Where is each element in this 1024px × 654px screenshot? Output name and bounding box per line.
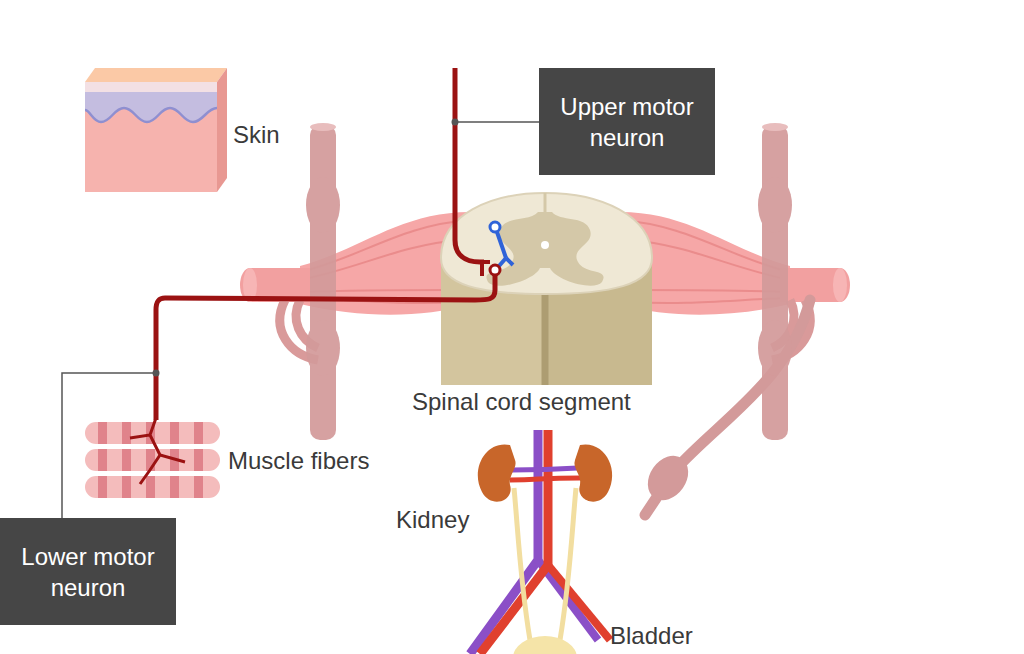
callout-box: Upper motor neuron [539, 68, 715, 175]
striation [98, 422, 107, 444]
interneuron-body [490, 222, 500, 232]
leader-line [62, 373, 156, 518]
chain-ganglion [758, 320, 792, 376]
chain-ganglion [306, 177, 340, 233]
striation [98, 476, 107, 498]
chain-end [310, 123, 336, 131]
dermis-border [85, 108, 217, 122]
central-canal [541, 241, 549, 249]
ureter [560, 488, 576, 640]
striation [170, 422, 179, 444]
posterior-sulcus [544, 193, 547, 212]
striation [194, 449, 203, 471]
striation [98, 449, 107, 471]
leader-lines [62, 119, 539, 519]
interneuron-terminal [499, 258, 513, 266]
median-fissure [542, 285, 549, 385]
ureter [514, 488, 530, 640]
striation [146, 476, 155, 498]
skin-top [85, 68, 227, 82]
renal-artery [510, 478, 580, 480]
lower-motor-body [490, 265, 500, 275]
striation [194, 476, 203, 498]
upper-motor-terminal [480, 262, 490, 276]
gray-matter [486, 212, 603, 286]
interneuron-axon [497, 232, 506, 258]
striation [194, 422, 203, 444]
upper-motor-axon [455, 68, 484, 262]
sympathetic-chain-right [758, 123, 792, 440]
cord-section [441, 193, 652, 294]
skin-block [85, 68, 227, 192]
ganglion [639, 448, 696, 508]
sympathetic-chain-left [306, 123, 340, 440]
part-label: Skin [233, 121, 280, 149]
callout-box: Lower motor neuron [0, 518, 176, 625]
leader-dot [452, 119, 459, 126]
skin-side [217, 68, 227, 192]
epidermis [85, 92, 217, 122]
iliac-artery [548, 565, 610, 640]
striation [122, 476, 131, 498]
bladder [513, 636, 577, 654]
striation [170, 476, 179, 498]
striation [122, 449, 131, 471]
leader-dot [153, 370, 160, 377]
chain-trunk [762, 125, 788, 440]
part-label: Bladder [610, 622, 693, 650]
callout-text: Lower motor neuron [10, 541, 166, 603]
spinal-nerve [780, 268, 850, 302]
interneuron [490, 222, 513, 266]
chain-ganglion [306, 320, 340, 376]
leader-line [455, 121, 539, 123]
nerve-end [833, 268, 847, 302]
urinary-system [470, 430, 612, 654]
striation [122, 422, 131, 444]
skin-front [85, 82, 217, 192]
muscle-fibers [85, 418, 220, 498]
chain-trunk [310, 125, 336, 440]
kidney-right [574, 444, 612, 501]
nerve-roots-right [620, 212, 850, 360]
skin-surface [85, 82, 217, 92]
part-label: Muscle fibers [228, 447, 369, 475]
renal-vein [512, 468, 578, 470]
muscle-fiber [85, 476, 220, 498]
part-label: Spinal cord segment [412, 388, 631, 416]
motor-end-plates [130, 418, 185, 484]
nerve-roots-left [240, 212, 470, 360]
kidney-left [478, 444, 516, 501]
chain-end [762, 123, 788, 131]
callout-text: Upper motor neuron [549, 91, 705, 153]
spinal-cord [441, 193, 652, 385]
part-label: Kidney [396, 506, 469, 534]
chain-ganglion [758, 177, 792, 233]
